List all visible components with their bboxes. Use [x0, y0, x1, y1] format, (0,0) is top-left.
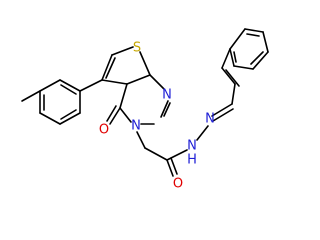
- hydrazide-hydrogen-label: H: [187, 153, 197, 168]
- bond-lines: [21, 28, 269, 177]
- ring-nitrogen-top-label: N: [162, 88, 172, 103]
- sulfur-atom-label: S: [133, 41, 141, 56]
- ring-nitrogen-bottom-label: N: [131, 119, 141, 134]
- amide-oxygen-label: O: [173, 177, 183, 192]
- imine-nitrogen-label: N: [205, 112, 215, 127]
- ketone-oxygen-label: O: [99, 123, 109, 138]
- atom-labels: S N N O N H N O: [99, 41, 215, 192]
- chemical-structure-diagram: S N N O N H N O: [21, 28, 269, 192]
- hydrazide-nitrogen-label: N: [187, 139, 197, 154]
